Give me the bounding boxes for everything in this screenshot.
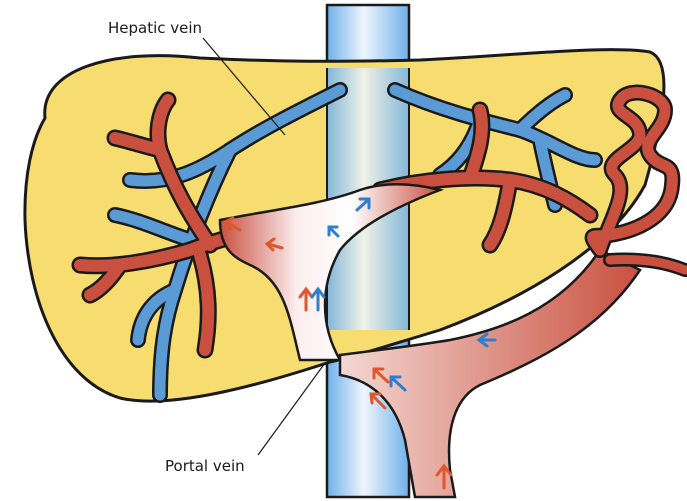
hepatic-vein-label: Hepatic vein — [108, 19, 202, 37]
portal-vein-label: Portal vein — [165, 457, 245, 475]
